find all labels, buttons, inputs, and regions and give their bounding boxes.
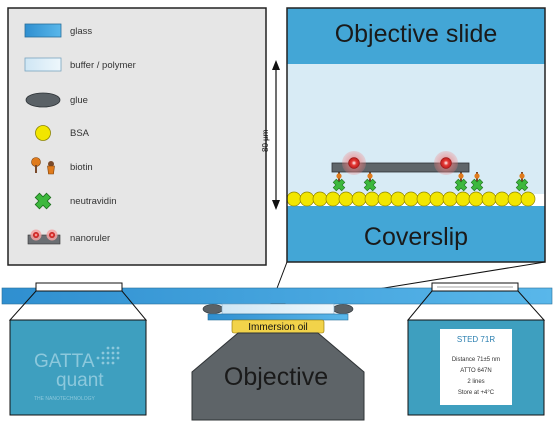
objective-slide-label: Objective slide: [335, 20, 498, 48]
bsa-molecule: [286, 191, 302, 207]
objective-label: Objective: [224, 363, 328, 391]
nanoruler: [331, 151, 470, 175]
product-line-4: Store at +4°C: [458, 390, 495, 396]
neutravidin-icon: [363, 172, 377, 192]
scale-label: 80 µm: [261, 129, 270, 152]
left-box-body: [9, 319, 147, 416]
brand-dots-icon: [96, 346, 120, 365]
neutravidin-icon: [470, 172, 484, 192]
bsa-molecule: [494, 191, 510, 207]
inset-objective-slide: [287, 8, 545, 64]
legend-label-nanoruler: nanoruler: [70, 233, 110, 244]
legend: glass buffer / polymer glue BSA biotin n…: [7, 7, 267, 266]
legend-label-biotin: biotin: [70, 162, 93, 173]
legend-label-neutravidin: neutravidin: [70, 196, 116, 207]
product-title: STED 71R: [457, 335, 495, 344]
neutravidin-icon: [515, 172, 529, 192]
neutravidin-icon: [34, 192, 52, 210]
glue-right: [332, 304, 354, 314]
scale-bar: 80 µm: [261, 60, 280, 210]
bsa-molecule: [351, 191, 367, 207]
buffer-channel: [221, 303, 335, 315]
arrow-up-icon: [272, 60, 280, 70]
bsa-molecule: [299, 191, 315, 207]
legend-panel: [7, 7, 267, 266]
neutravidin-icon: [332, 172, 346, 192]
legend-label-glue: glue: [70, 95, 88, 106]
bsa-molecule: [455, 191, 471, 207]
legend-label-glass: glass: [70, 26, 92, 37]
bsa-molecule: [390, 191, 406, 207]
bsa-molecule: [429, 191, 445, 207]
bsa-molecule: [325, 191, 341, 207]
bsa-molecule: [507, 191, 523, 207]
glue-ellipse-icon: [25, 92, 61, 108]
arrow-down-icon: [272, 200, 280, 210]
glue-left: [202, 304, 224, 314]
product-line-3: 2 lines: [467, 379, 484, 385]
bsa-molecule: [416, 191, 432, 207]
brand-line2: quant: [56, 370, 104, 391]
legend-label-bsa: BSA: [70, 128, 90, 139]
glass-swatch-icon: [24, 23, 62, 38]
coverslip-label: Coverslip: [364, 223, 468, 251]
right-product-box: STED 71R Distance 71±5 nm ATTO 647N 2 li…: [406, 282, 546, 416]
bsa-molecule: [377, 191, 393, 207]
legend-label-buffer: buffer / polymer: [70, 60, 136, 71]
nanoruler-icon: [27, 229, 61, 245]
immersion-oil-label: Immersion oil: [248, 322, 307, 333]
inset-coverslip: [287, 206, 545, 262]
brand-line1: GATTA: [34, 351, 95, 372]
bsa-layer: [286, 191, 536, 207]
left-product-box: GATTA quant THE NANOTECHNOLOGY: [8, 282, 148, 416]
bsa-molecule: [338, 191, 354, 207]
nanoruler-bar: [331, 162, 470, 173]
bsa-molecule: [364, 191, 380, 207]
product-label-card: [440, 329, 512, 405]
zoom-inset: Objective slide Coverslip 80 µm: [261, 7, 546, 263]
neutravidin-icon: [454, 172, 468, 192]
bsa-molecule: [481, 191, 497, 207]
inset-frame: [286, 7, 546, 263]
objective-body: [191, 332, 365, 421]
bsa-molecule: [442, 191, 458, 207]
dye-left-icon: [348, 157, 360, 169]
bsa-molecule: [468, 191, 484, 207]
bsa-molecule: [520, 191, 536, 207]
inset-buffer-layer: [287, 64, 545, 194]
coverslip-bar: [207, 313, 349, 321]
biotin-icon: [31, 157, 55, 175]
bsa-molecule: [312, 191, 328, 207]
brand-tagline: THE NANOTECHNOLOGY: [34, 396, 96, 402]
neutravidin-anchors: [332, 172, 529, 192]
dye-right-icon: [440, 157, 452, 169]
bsa-circle-icon: [35, 125, 51, 141]
bsa-molecule: [403, 191, 419, 207]
buffer-swatch-icon: [24, 57, 62, 72]
product-line-2: ATTO 647N: [460, 368, 491, 374]
product-line-1: Distance 71±5 nm: [452, 357, 500, 363]
